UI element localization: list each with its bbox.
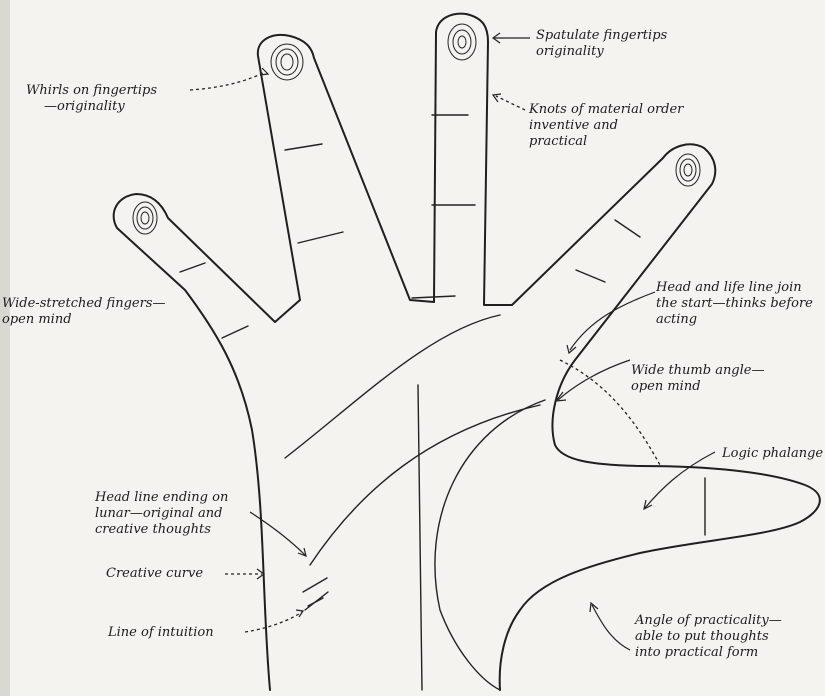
label-line: into practical form: [635, 645, 782, 661]
label-line: able to put thoughts: [635, 629, 782, 645]
label-knots-material-order: Knots of material order inventive and pr…: [529, 102, 683, 150]
label-line: Knots of material order: [529, 102, 683, 118]
label-line: Line of intuition: [108, 625, 214, 641]
label-line: Wide thumb angle—: [631, 363, 765, 379]
label-line: the start—thinks before: [656, 296, 825, 312]
label-angle-of-practicality: Angle of practicality— able to put thoug…: [635, 613, 782, 661]
label-wide-stretched-fingers: Wide-stretched fingers— open mind: [2, 296, 172, 328]
label-line-of-intuition: Line of intuition: [108, 625, 214, 641]
label-line: Angle of practicality—: [635, 613, 782, 629]
whorl-middle-finger: [448, 24, 476, 60]
label-line: Head line ending on: [95, 490, 228, 506]
label-line: acting: [656, 312, 825, 328]
line-of-intuition-mark: [308, 598, 323, 606]
label-line: creative thoughts: [95, 522, 228, 538]
label-spatulate-fingertips: Spatulate fingertips originality: [536, 28, 667, 60]
palm-lines: [285, 315, 545, 690]
label-line: —originality: [44, 99, 157, 115]
whorl-little-finger: [133, 202, 157, 234]
label-line: Whirls on fingertips: [26, 83, 157, 99]
label-line: inventive and: [529, 118, 683, 134]
label-line: open mind: [631, 379, 765, 395]
label-line: Wide-stretched fingers—: [2, 296, 172, 312]
head-line: [310, 405, 540, 565]
label-line: Creative curve: [106, 566, 203, 582]
label-whirls-fingertips: Whirls on fingertips —originality: [26, 83, 157, 115]
label-head-line-lunar: Head line ending on lunar—original and c…: [95, 490, 228, 538]
label-head-life-line: Head and life line join the start—thinks…: [656, 280, 825, 328]
label-line: open mind: [2, 312, 172, 328]
finger-creases: [180, 115, 705, 535]
scan-edge: [0, 0, 10, 696]
creative-curve-line: [303, 578, 327, 592]
label-logic-phalange: Logic phalange: [722, 446, 825, 462]
palm-line-vertical: [418, 385, 422, 690]
label-wide-thumb-angle: Wide thumb angle— open mind: [631, 363, 765, 395]
whorl-ring-finger: [271, 44, 303, 80]
label-line: Spatulate fingertips: [536, 28, 667, 44]
label-line: practical: [529, 134, 683, 150]
label-creative-curve: Creative curve: [106, 566, 203, 582]
label-line: Logic phalange: [722, 446, 825, 462]
label-line: Head and life line join: [656, 280, 825, 296]
label-line: originality: [536, 44, 667, 60]
whorl-index-finger: [676, 154, 700, 186]
heart-line: [285, 315, 500, 458]
label-line: lunar—original and: [95, 506, 228, 522]
life-line: [435, 400, 545, 690]
